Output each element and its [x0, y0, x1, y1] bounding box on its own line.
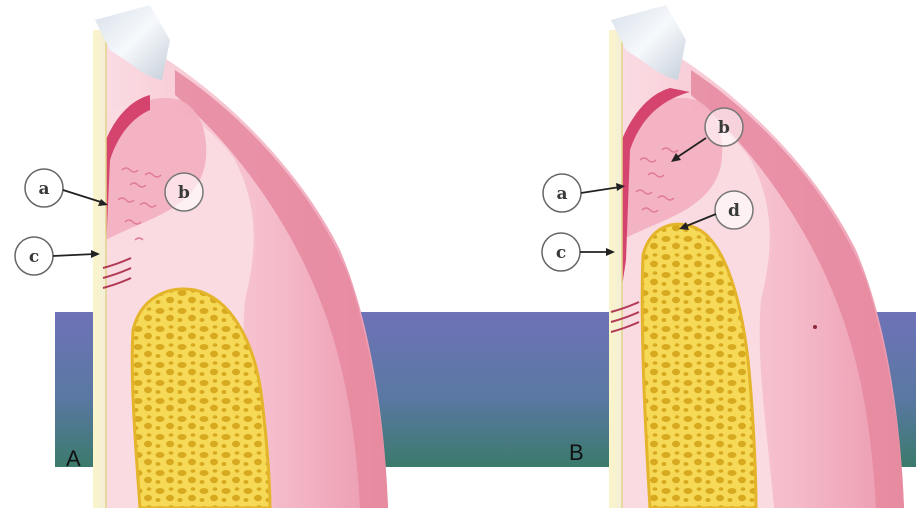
callout-b: b [165, 173, 203, 211]
tooth-root [609, 30, 622, 508]
tooth-root [93, 30, 106, 508]
callout-c: c [15, 237, 100, 275]
panel-b-label: B [569, 440, 584, 465]
callout-b-label: b [178, 183, 190, 203]
callout-c-label: c [556, 243, 566, 263]
callout-c-label: c [29, 247, 39, 267]
callout-b-label: b [718, 118, 730, 138]
panel-a-label: A [66, 446, 81, 471]
callout-c: c [542, 233, 615, 271]
callout-a-label: a [556, 184, 567, 204]
callout-d-label: d [728, 201, 740, 221]
callout-a-label: a [38, 179, 49, 199]
